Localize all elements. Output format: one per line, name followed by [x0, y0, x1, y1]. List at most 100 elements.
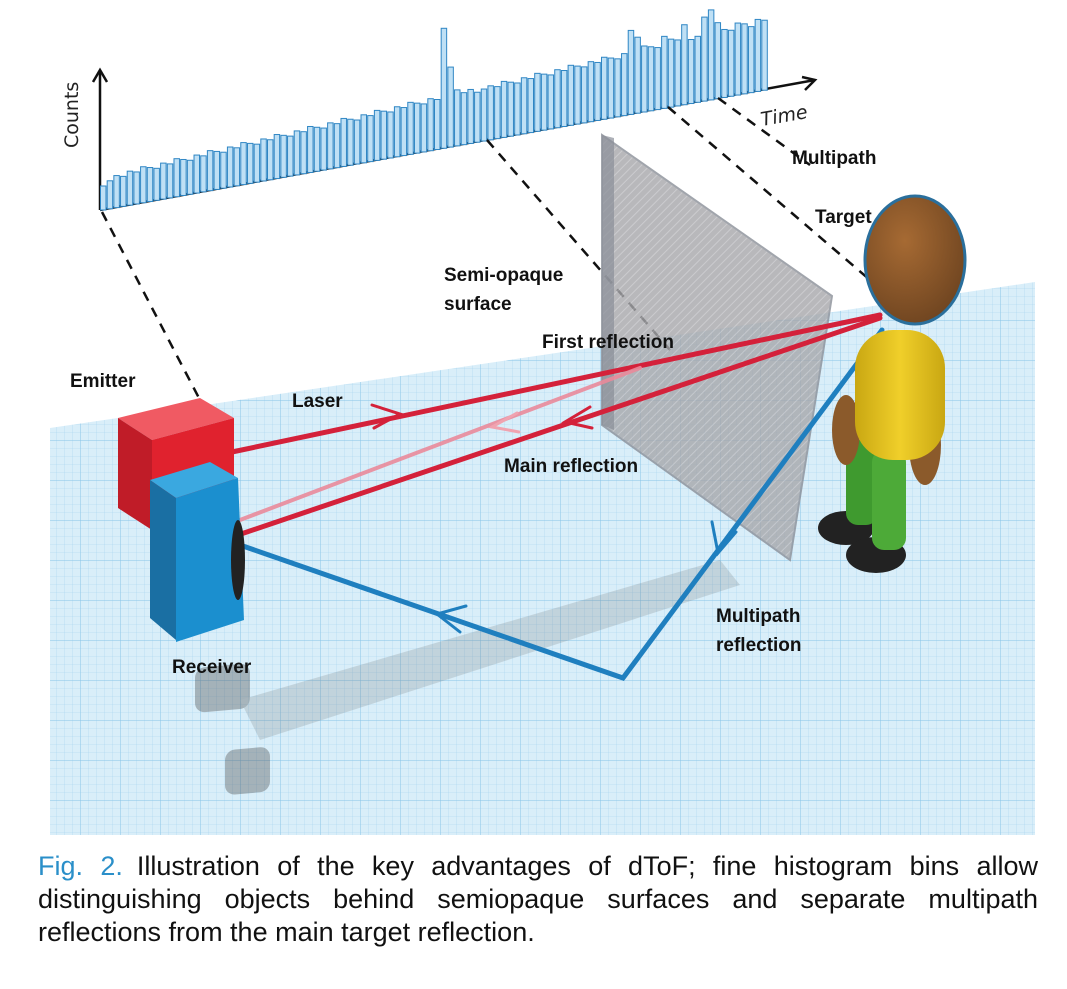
histogram-bar [226, 146, 234, 188]
dtof-illustration: Counts Time [50, 9, 1035, 835]
histogram-bar [327, 122, 334, 170]
histogram-bar [480, 88, 488, 142]
histogram-bar [280, 134, 287, 178]
histogram-bar [400, 107, 408, 157]
histogram-bar [621, 53, 628, 117]
histogram-bar [747, 26, 755, 94]
histogram-bar [340, 117, 347, 167]
receiver-label: Receiver [172, 657, 252, 678]
histogram-bar [387, 111, 394, 159]
histogram-bar [607, 57, 615, 119]
histogram-bar [200, 155, 207, 193]
histogram-bar [447, 66, 454, 148]
histogram-bar [734, 22, 742, 96]
histogram-bar [287, 135, 294, 177]
histogram-bar [160, 162, 167, 200]
histogram-bar [267, 139, 274, 181]
histogram-bar [540, 73, 548, 131]
histogram-bars [100, 9, 768, 211]
histogram-bar [206, 150, 214, 192]
emitter-label: Emitter [70, 371, 136, 392]
dashed-lines [100, 96, 871, 401]
time-label: Time [759, 101, 809, 131]
shirt [855, 330, 945, 460]
histogram-bar [681, 24, 688, 106]
left-leg [846, 440, 878, 525]
histogram-bar [594, 61, 601, 121]
histogram-bar [233, 147, 241, 187]
histogram-bar [647, 46, 655, 112]
histogram-bar [100, 185, 107, 211]
histogram-bar [333, 123, 341, 169]
histogram-bar [587, 61, 595, 123]
histogram-bar [467, 88, 474, 144]
histogram-bar [367, 115, 374, 163]
histogram-bar [527, 78, 535, 134]
histogram-bar [120, 175, 127, 207]
histogram-bar [487, 85, 494, 141]
histogram-bar [580, 66, 588, 124]
histogram-bar [347, 118, 354, 166]
histogram-bar [761, 19, 768, 91]
histogram-bar [273, 134, 281, 180]
histogram-bar [714, 22, 722, 100]
histogram-bar [707, 9, 715, 101]
laser-arrow [370, 403, 404, 430]
histogram-bar [246, 142, 254, 184]
histogram-bar [534, 72, 541, 132]
histogram-bar [413, 102, 421, 154]
histogram-bar [560, 70, 568, 128]
histogram-bar [727, 29, 735, 97]
counts-label: Counts [61, 82, 83, 148]
first-reflection-arrow [487, 411, 521, 434]
histogram-bar [146, 167, 154, 203]
histogram-bar [494, 86, 501, 140]
histogram-bar [220, 151, 227, 189]
histogram-bar [721, 28, 728, 98]
histogram-bar [133, 171, 140, 205]
multipath-reflection-label-1: Multipath [716, 606, 800, 627]
histogram-bar [193, 154, 201, 194]
histogram-bar [474, 91, 481, 143]
caption-text: Illustration of the key advantages of dT… [38, 851, 1039, 947]
histogram-bar [674, 39, 681, 107]
histogram-bar [661, 35, 668, 109]
target-person [818, 194, 967, 573]
histogram-bar [641, 45, 648, 113]
histogram-bar [554, 69, 561, 129]
histogram-bar [213, 150, 221, 190]
histogram-bar [754, 18, 762, 92]
histogram-bar [113, 175, 120, 209]
histogram-bar [701, 16, 708, 102]
histogram-bar [687, 39, 695, 105]
histogram-bar [500, 80, 508, 138]
histogram-bar [293, 130, 301, 176]
laser-beams [229, 312, 883, 538]
multipath-arrow-upper [710, 520, 738, 557]
floor-shadows [195, 560, 740, 795]
histogram-bar [614, 58, 621, 118]
histogram-bar [186, 159, 194, 195]
histogram-bar [547, 74, 555, 130]
histogram-bar [627, 29, 635, 115]
histogram-bar [520, 77, 528, 135]
histogram-bar [300, 131, 307, 175]
multipath-label: Multipath [792, 148, 876, 169]
histogram-bar [373, 109, 381, 161]
histogram-bar [180, 158, 187, 196]
histogram-bar [166, 163, 174, 199]
laser-label: Laser [292, 391, 343, 412]
histogram-bar [694, 35, 702, 103]
main-reflection-label: Main reflection [504, 456, 638, 477]
histogram-bar [240, 142, 247, 186]
receiver-device [150, 462, 245, 642]
histogram-bar [260, 138, 267, 182]
histogram-bar [634, 36, 641, 114]
histogram-bar [313, 126, 321, 172]
first-reflection-label: First reflection [542, 332, 674, 353]
histogram-bar [507, 81, 514, 137]
histogram: Counts Time [61, 9, 818, 212]
histogram-bar [514, 82, 521, 136]
histogram-bar [460, 92, 468, 146]
histogram-bar [253, 143, 261, 183]
